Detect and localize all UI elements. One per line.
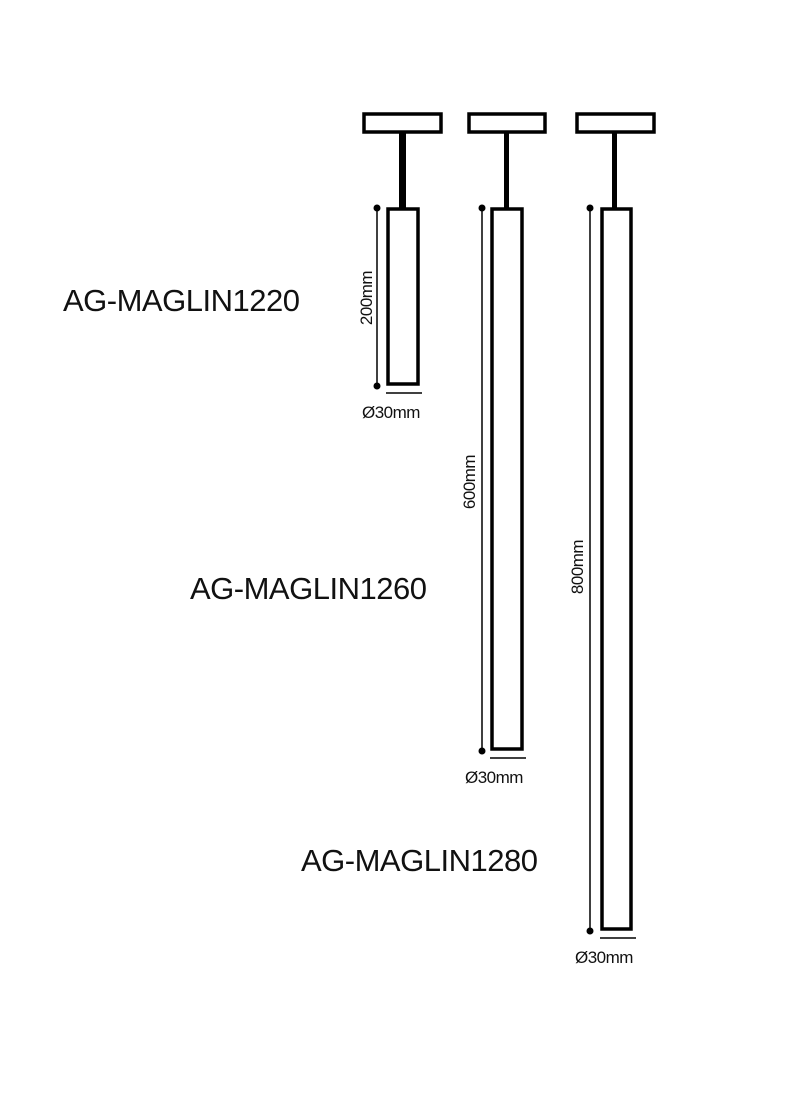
diameter-label: Ø30mm [465,768,523,787]
dimension-dot [586,204,594,212]
dimension-dot [373,382,381,390]
pendant-ag-maglin1280: 800mm Ø30mm AG-MAGLIN1280 [301,112,656,967]
dimension-dot [478,204,486,212]
diameter-label: Ø30mm [362,403,420,422]
length-label: 800mm [568,540,587,595]
dimension-dot [373,204,381,212]
model-label: AG-MAGLIN1260 [190,571,427,606]
dimension-dot [586,927,594,935]
lamp-body [490,207,524,751]
suspension-rod [504,132,509,208]
suspension-rod [612,132,617,208]
length-label: 600mm [460,455,479,510]
diameter-label: Ø30mm [575,948,633,967]
pendant-ag-maglin1260: 600mm Ø30mm AG-MAGLIN1260 [190,112,547,787]
model-label: AG-MAGLIN1280 [301,843,538,878]
lamp-body [600,207,633,931]
lamp-body [386,207,420,386]
pendant-ag-maglin1220: 200mm Ø30mm AG-MAGLIN1220 [63,112,443,422]
dimension-dot [478,747,486,755]
ceiling-adapter [575,112,656,134]
ceiling-adapter [362,112,443,134]
ceiling-adapter [467,112,547,134]
model-label: AG-MAGLIN1220 [63,283,300,318]
length-label: 200mm [357,271,376,326]
suspension-rod [399,132,406,208]
